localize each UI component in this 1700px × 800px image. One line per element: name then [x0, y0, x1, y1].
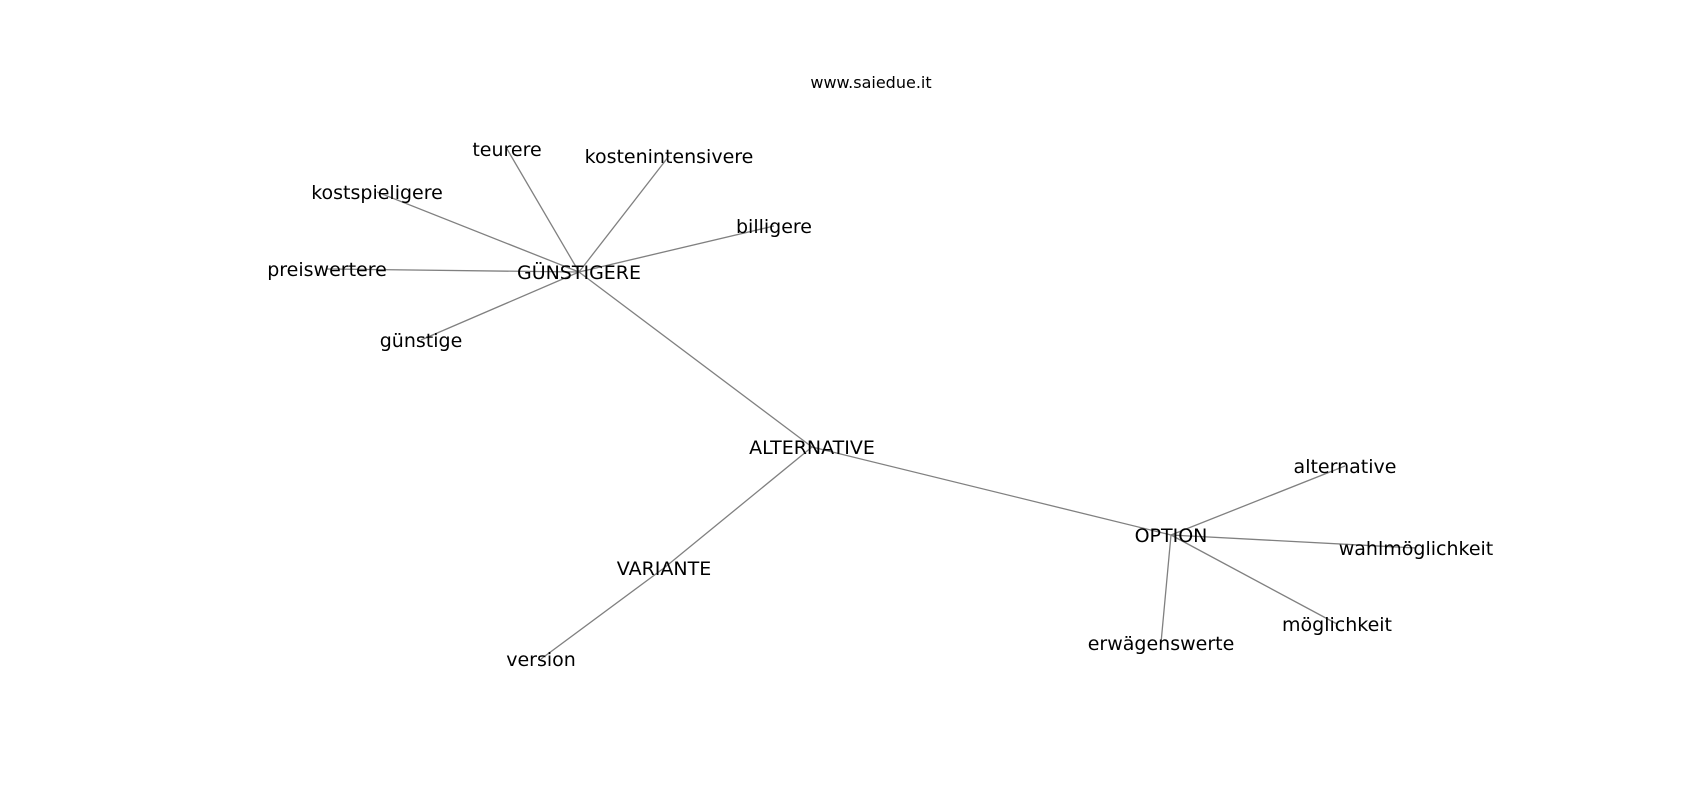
edge-alternative_hub-variante [663, 446, 813, 569]
node-label-erwaegenswerte: erwägenswerte [1088, 633, 1235, 655]
edge-alternative_hub-option [811, 446, 1172, 536]
edge-alternative_hub-guenstigere [578, 271, 813, 448]
node-label-guenstige: günstige [380, 330, 463, 352]
edge-guenstigere-billigere [578, 225, 775, 273]
edge-guenstigere-kostenintensivere [578, 155, 670, 273]
edge-guenstigere-preiswertere [326, 268, 580, 273]
edge-option-alternative_leaf [1170, 465, 1346, 536]
node-label-kostenintensivere: kostenintensivere [585, 146, 754, 168]
node-label-variante: VARIANTE [617, 558, 711, 580]
edge-option-erwaegenswerte [1160, 534, 1172, 644]
node-label-preiswertere: preiswertere [267, 259, 387, 281]
node-label-alternative_leaf: alternative [1294, 456, 1397, 478]
edge-option-wahlmoeglichkeit [1170, 534, 1417, 549]
node-label-guenstigere: GÜNSTIGERE [517, 261, 641, 284]
edge-guenstigere-guenstige [420, 271, 580, 341]
watermark-text: www.saiedue.it [810, 73, 931, 92]
edge-variante-version [540, 567, 665, 660]
edge-option-moeglichkeit [1170, 534, 1338, 625]
node-label-kostspieligere: kostspieligere [311, 182, 443, 204]
edge-guenstigere-teurere [506, 148, 580, 273]
node-label-teurere: teurere [472, 139, 541, 161]
node-label-billigere: billigere [736, 216, 812, 238]
node-label-option: OPTION [1135, 525, 1208, 547]
graph-nodes: ALTERNATIVE GÜNSTIGERE OPTION VARIANTE teure… [267, 139, 1493, 671]
node-label-wahlmoeglichkeit: wahlmöglichkeit [1339, 538, 1494, 560]
graph-edges [326, 148, 1417, 660]
node-label-moeglichkeit: möglichkeit [1282, 614, 1392, 636]
node-label-version: version [506, 649, 576, 671]
node-label-alternative_hub: ALTERNATIVE [749, 437, 875, 459]
edge-guenstigere-kostspieligere [376, 191, 580, 273]
